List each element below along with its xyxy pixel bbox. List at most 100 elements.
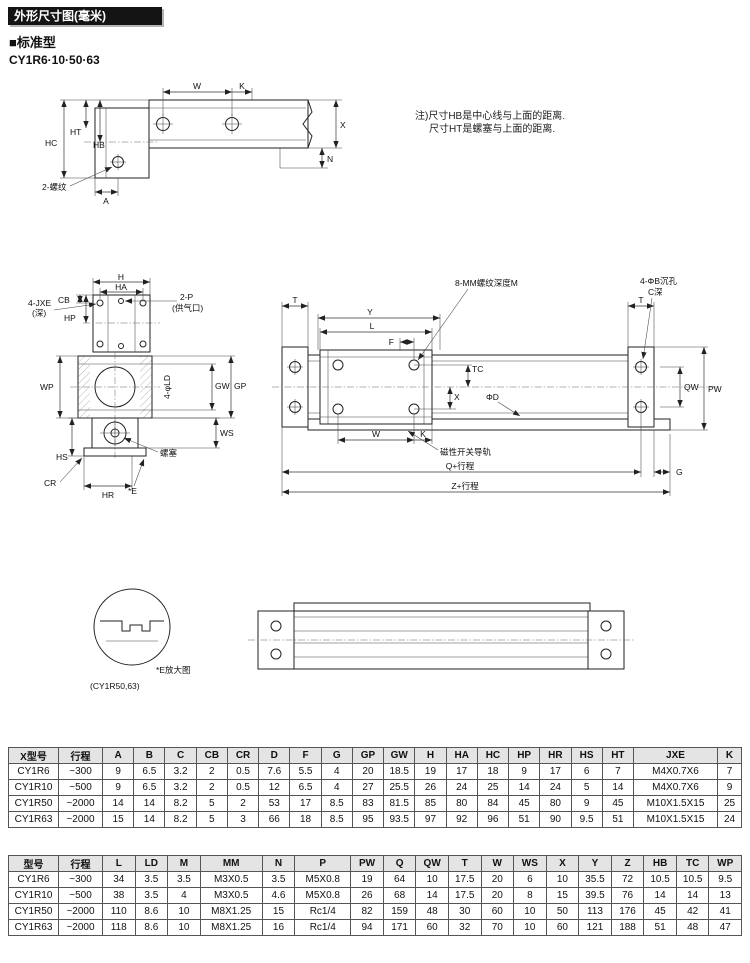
profile-view: [248, 602, 634, 670]
dim-label-cr: CR: [44, 478, 56, 488]
value-cell: 14: [508, 779, 541, 796]
model-cell: CY1R10: [8, 779, 59, 796]
value-cell: 9: [508, 763, 541, 780]
value-cell: M5X0.8: [294, 871, 352, 888]
value-cell: 8.6: [134, 903, 169, 920]
value-cell: 14: [601, 779, 635, 796]
front-section-view: WP GW GP 4-φLD 螺塞 WS HS CR: [40, 352, 247, 500]
value-cell: 66: [258, 811, 291, 828]
model-cell: CY1R63: [8, 811, 59, 828]
value-cell: 10: [167, 919, 201, 936]
value-cell: 3.5: [134, 871, 169, 888]
value-cell: 4: [167, 887, 201, 904]
detail-model: (CY1R50,63): [90, 681, 140, 691]
value-cell: 60: [545, 919, 580, 936]
end-view-dimensions: W K HT HB HC X N A 2-螺纹: [42, 81, 346, 206]
value-cell: 15: [545, 887, 580, 904]
value-cell: 93.5: [383, 811, 416, 828]
value-cell: 10.5: [675, 871, 710, 888]
value-cell: 7: [717, 763, 742, 780]
value-cell: 2: [195, 763, 228, 780]
value-cell: ~300: [58, 871, 103, 888]
side-view-dimensions: T T Y L F 8-MM螺纹深度M 4-ΦB沉孔 C深 TC X: [281, 276, 722, 496]
model-cell: CY1R50: [8, 903, 59, 920]
dim-label-l: L: [370, 321, 375, 331]
column-header: W: [480, 855, 515, 872]
value-cell: 2: [226, 795, 260, 812]
value-cell: 51: [508, 811, 541, 828]
value-cell: 26: [350, 887, 384, 904]
value-cell: 68: [382, 887, 417, 904]
value-cell: 92: [445, 811, 478, 828]
value-cell: 8.2: [164, 795, 197, 812]
value-cell: 14: [133, 795, 166, 812]
value-cell: 4.6: [261, 887, 296, 904]
column-header: HT: [601, 747, 635, 764]
value-cell: ~500: [58, 887, 103, 904]
value-cell: 3.2: [164, 779, 197, 796]
column-header: N: [261, 855, 296, 872]
value-cell: Rc1/4: [294, 919, 352, 936]
value-cell: 9: [101, 763, 135, 780]
value-cell: 8.5: [320, 795, 353, 812]
dim-label-g: G: [676, 467, 683, 477]
value-cell: 20: [480, 887, 515, 904]
dim-label-n: N: [327, 154, 333, 164]
dim-label-t-left: T: [292, 295, 297, 305]
value-cell: 48: [415, 903, 449, 920]
column-header: WP: [708, 855, 742, 872]
value-cell: 60: [480, 903, 515, 920]
value-cell: 171: [382, 919, 417, 936]
column-header: H: [414, 747, 447, 764]
value-cell: 35.5: [578, 871, 612, 888]
b-callout-line1: 4-ΦB沉孔: [640, 276, 678, 286]
value-cell: 19: [350, 871, 384, 888]
value-cell: 3: [226, 811, 260, 828]
model-cell: CY1R6: [8, 763, 59, 780]
value-cell: 12: [258, 779, 291, 796]
value-cell: 5: [195, 811, 228, 828]
value-cell: 72: [610, 871, 645, 888]
value-cell: 2: [195, 779, 228, 796]
value-cell: 17: [539, 763, 572, 780]
value-cell: 76: [610, 887, 645, 904]
dim-label-h: H: [118, 272, 124, 282]
value-cell: 10: [545, 871, 580, 888]
column-header: L: [102, 855, 136, 872]
value-cell: 17: [445, 763, 478, 780]
dim-label-tc: TC: [472, 364, 483, 374]
section-header-label: 外形尺寸图(毫米): [14, 9, 106, 23]
value-cell: 34: [102, 871, 136, 888]
subtitle: ■标准型: [9, 35, 56, 50]
value-cell: 42: [675, 903, 710, 920]
value-cell: 5.5: [289, 763, 322, 780]
value-cell: ~500: [58, 779, 103, 796]
value-cell: 80: [445, 795, 478, 812]
value-cell: 45: [601, 795, 635, 812]
end-view-body: [84, 99, 313, 179]
dim-label-hp: HP: [64, 313, 76, 323]
value-cell: 10: [415, 871, 449, 888]
value-cell: 16: [261, 919, 296, 936]
column-header: GW: [383, 747, 416, 764]
value-cell: 60: [415, 919, 449, 936]
note-line-2: 尺寸HT是螺塞与上面的距离.: [429, 124, 556, 135]
side-view: [272, 346, 718, 431]
value-cell: M5X0.8: [294, 887, 352, 904]
column-header: 行程: [58, 855, 103, 872]
value-cell: 51: [643, 919, 677, 936]
value-cell: 17.5: [447, 887, 482, 904]
column-header: X型号: [8, 747, 59, 764]
value-cell: 90: [539, 811, 572, 828]
value-cell: 121: [578, 919, 612, 936]
column-header: G: [320, 747, 353, 764]
value-cell: 6: [513, 871, 547, 888]
column-header: F: [289, 747, 322, 764]
column-header: 型号: [8, 855, 59, 872]
